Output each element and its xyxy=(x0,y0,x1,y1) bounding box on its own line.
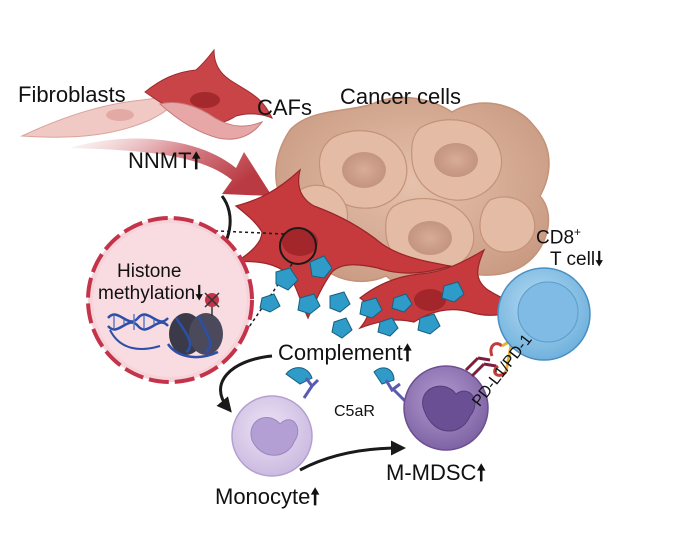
mmdsc-text: M-MDSC xyxy=(386,460,477,485)
complement-up-icon: 🠕 xyxy=(402,341,413,366)
t-cell-text: T cell xyxy=(550,249,596,270)
zoom-highlight xyxy=(279,227,317,265)
cd8-label: CD8+ xyxy=(536,226,581,247)
mmdsc-label: M-MDSC🠕 xyxy=(386,462,486,485)
monocyte-label: Monocyte🠕 xyxy=(215,486,320,509)
t-cell xyxy=(497,267,591,361)
caf-cell-top xyxy=(144,48,273,125)
nnmt-up-icon: 🠕 xyxy=(191,149,201,174)
nnmt-text: NNMT xyxy=(128,148,192,173)
fibroblasts-label: Fibroblasts xyxy=(18,82,126,107)
histone-line2-text: methylation xyxy=(98,283,196,304)
receptor-icon xyxy=(285,367,408,404)
monocyte-text: Monocyte xyxy=(215,484,311,509)
t-cell-down-icon: 🠗 xyxy=(595,248,604,270)
monocyte-to-mdsc-arrow xyxy=(299,440,406,472)
nucleosome-icon xyxy=(166,313,223,359)
mmdsc-cell xyxy=(403,365,489,451)
histone-line1-label: Histone xyxy=(117,261,182,282)
complement-to-monocyte-arrow xyxy=(216,354,273,413)
activation-arrow xyxy=(70,138,272,196)
mmdsc-up-icon: 🠕 xyxy=(476,461,486,486)
cd8-sup: + xyxy=(574,225,582,239)
complement-fragments xyxy=(259,255,465,339)
cd8-text: CD8 xyxy=(536,227,575,249)
pd-l1-icon xyxy=(464,356,497,378)
cancer-cells-label: Cancer cells xyxy=(340,84,462,109)
dna-icon xyxy=(107,313,169,350)
complement-text: Complement xyxy=(278,340,403,365)
c5ar-label: C5aR xyxy=(334,403,375,420)
caf-cell-pink xyxy=(158,102,264,140)
cafs-label: CAFs xyxy=(257,95,312,120)
t-cell-label: T cell🠗 xyxy=(550,248,604,270)
monocyte-cell xyxy=(231,395,313,477)
methyl-inhibit-icon xyxy=(204,292,220,316)
nnmt-label: NNMT🠕 xyxy=(128,150,201,173)
histone-down-icon: 🠗 xyxy=(195,282,204,304)
histone-line2-label: methylation🠗 xyxy=(98,282,204,304)
cancer-cell-cluster xyxy=(275,96,550,287)
complement-label: Complement🠕 xyxy=(278,342,412,365)
monocyte-up-icon: 🠕 xyxy=(310,485,320,510)
